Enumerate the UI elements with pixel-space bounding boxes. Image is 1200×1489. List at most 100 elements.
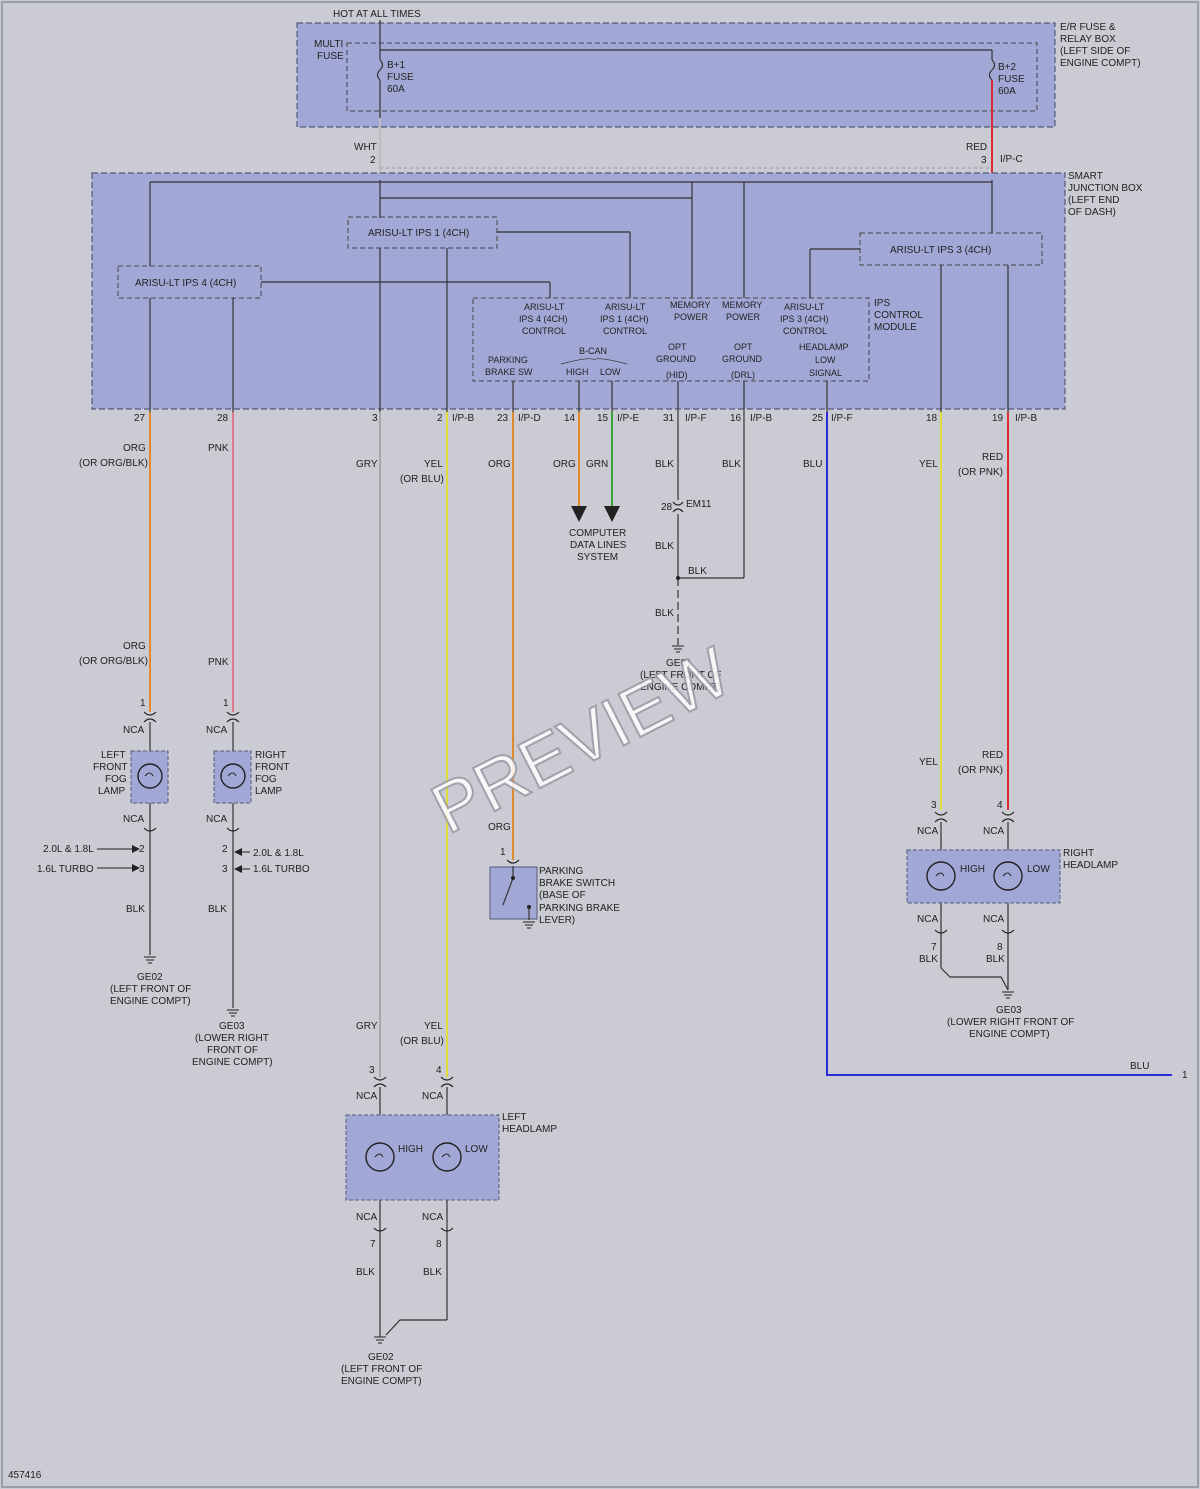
wire-label-red: RED <box>966 142 987 153</box>
wire-label: BLK <box>423 1267 442 1278</box>
connector-icon <box>1001 811 1015 823</box>
beam-label: HIGH <box>960 864 985 875</box>
ground-icon <box>523 921 535 929</box>
module-item: (DRL) <box>731 370 755 380</box>
module-item: CONTROL <box>522 326 566 336</box>
connector-icon <box>672 501 684 513</box>
wire-label: (OR PNK) <box>958 467 1003 478</box>
relay-box-label: ENGINE COMPT) <box>1060 58 1141 69</box>
connector-icon <box>143 827 157 832</box>
left-headlamp: GRY YEL (OR BLU) 3 4 NCA NCA LEFT HEADLA… <box>341 1021 557 1387</box>
pin-label: 4 <box>436 1065 442 1076</box>
figure-id: 457416 <box>8 1470 42 1481</box>
nca-label: NCA <box>356 1212 377 1223</box>
pin-label: 23 <box>497 413 509 424</box>
module-label: CONTROL <box>874 310 923 321</box>
multi-fuse-label: MULTI <box>314 39 343 50</box>
option-label: 2.0L & 1.8L <box>253 848 304 859</box>
ground-label: (LOWER RIGHT FRONT OF <box>947 1017 1074 1028</box>
wire-label: BLK <box>688 566 707 577</box>
wire-label: YEL <box>919 757 938 768</box>
wire-label: (OR ORG/BLK) <box>79 458 148 469</box>
wires <box>149 412 1172 1077</box>
computer-label: SYSTEM <box>577 552 618 563</box>
module-item: POWER <box>674 312 709 322</box>
nca-label: NCA <box>917 914 938 925</box>
pin-label: 1 <box>223 698 229 709</box>
ground-label: (LEFT FRONT OF <box>110 984 191 995</box>
module-item: CONTROL <box>783 326 827 336</box>
option-label: 1.6L TURBO <box>37 864 94 875</box>
component-label: RIGHT <box>1063 848 1094 859</box>
connector-label: I/P-B <box>452 413 475 424</box>
nca-label: NCA <box>917 826 938 837</box>
ground-label: (LOWER RIGHT <box>195 1033 269 1044</box>
wire-label: ORG <box>488 822 511 833</box>
relay-box-label: E/R FUSE & <box>1060 22 1116 33</box>
nca-label: NCA <box>422 1091 443 1102</box>
connector-icon <box>934 929 948 934</box>
pin-label: 27 <box>134 413 146 424</box>
component-label: PARKING BRAKE <box>539 903 620 914</box>
module-item: LOW <box>600 367 621 377</box>
hot-label: HOT AT ALL TIMES <box>333 9 421 20</box>
ground-icon <box>144 956 156 964</box>
pin-label: 3 <box>931 800 937 811</box>
em11-ground: 28 EM11 BLK BLK BLK GE01 (LEFT FRONT OF … <box>640 499 721 693</box>
component-label: LAMP <box>98 786 126 797</box>
fuse2-label: 60A <box>998 86 1016 97</box>
module-item: ARISU-LT <box>784 302 825 312</box>
module-item: OPT <box>668 342 687 352</box>
lamp-bulb-icon <box>137 763 163 789</box>
module-item: GROUND <box>722 354 762 364</box>
wire-label: BLK <box>126 904 145 915</box>
connector-label: I/P-C <box>1000 154 1023 165</box>
lamp-bulb-icon <box>365 1142 395 1172</box>
component-label: BRAKE SWITCH <box>539 878 615 889</box>
ips4-label: ARISU-LT IPS 4 (4CH) <box>135 278 236 289</box>
module-label: MODULE <box>874 322 917 333</box>
wire-label: (OR BLU) <box>400 1036 444 1047</box>
nca-label: NCA <box>983 914 1004 925</box>
component-label: LEFT <box>502 1112 526 1123</box>
wire-label: (OR ORG/BLK) <box>79 656 148 667</box>
wire-label: ORG <box>553 459 576 470</box>
ground-label: GE03 <box>219 1021 245 1032</box>
ground-label: ENGINE COMPT) <box>640 682 721 693</box>
component-label: FOG <box>255 774 277 785</box>
ground-label: ENGINE COMPT) <box>969 1029 1050 1040</box>
module-item: HEADLAMP <box>799 342 849 352</box>
module-item: HIGH <box>566 367 589 377</box>
module-item: OPT <box>734 342 753 352</box>
pin-label: 2 <box>139 844 145 855</box>
pin-label: 3 <box>139 864 145 875</box>
fuse2-label: FUSE <box>998 74 1025 85</box>
module-item: (HID) <box>666 370 688 380</box>
ips1-label: ARISU-LT IPS 1 (4CH) <box>368 228 469 239</box>
module-item: GROUND <box>656 354 696 364</box>
switch-contact-icon <box>502 877 514 906</box>
parking-brake-switch: ORG 1 PARKING BRAKE SWITCH (BASE OF PARK… <box>488 822 620 929</box>
ground-icon <box>1002 991 1014 999</box>
nca-label: NCA <box>206 814 227 825</box>
connector-label: I/P-E <box>617 413 640 424</box>
lamp-bulb-icon <box>926 861 956 891</box>
pin-label: 14 <box>564 413 576 424</box>
wire-label: YEL <box>424 459 443 470</box>
computer-data-lines: COMPUTER DATA LINES SYSTEM <box>569 528 627 563</box>
component-label: PARKING <box>539 866 583 877</box>
fuse-b2-icon <box>988 59 996 81</box>
component-label: RIGHT <box>255 750 286 761</box>
pin-label: 3 <box>981 155 987 166</box>
module-item: ARISU-LT <box>524 302 565 312</box>
connector-icon <box>226 827 240 832</box>
wire-label: BLK <box>655 541 674 552</box>
nca-label: NCA <box>123 814 144 825</box>
connector-label: EM11 <box>686 499 712 510</box>
module-item: ARISU-LT <box>605 302 646 312</box>
wire-label: BLK <box>208 904 227 915</box>
connector-icon <box>934 811 948 823</box>
sjb-pins: 27 28 3 2 I/P-B 23 I/P-D 14 15 I/P-E 31 … <box>134 413 1038 424</box>
wire-label: BLK <box>356 1267 375 1278</box>
